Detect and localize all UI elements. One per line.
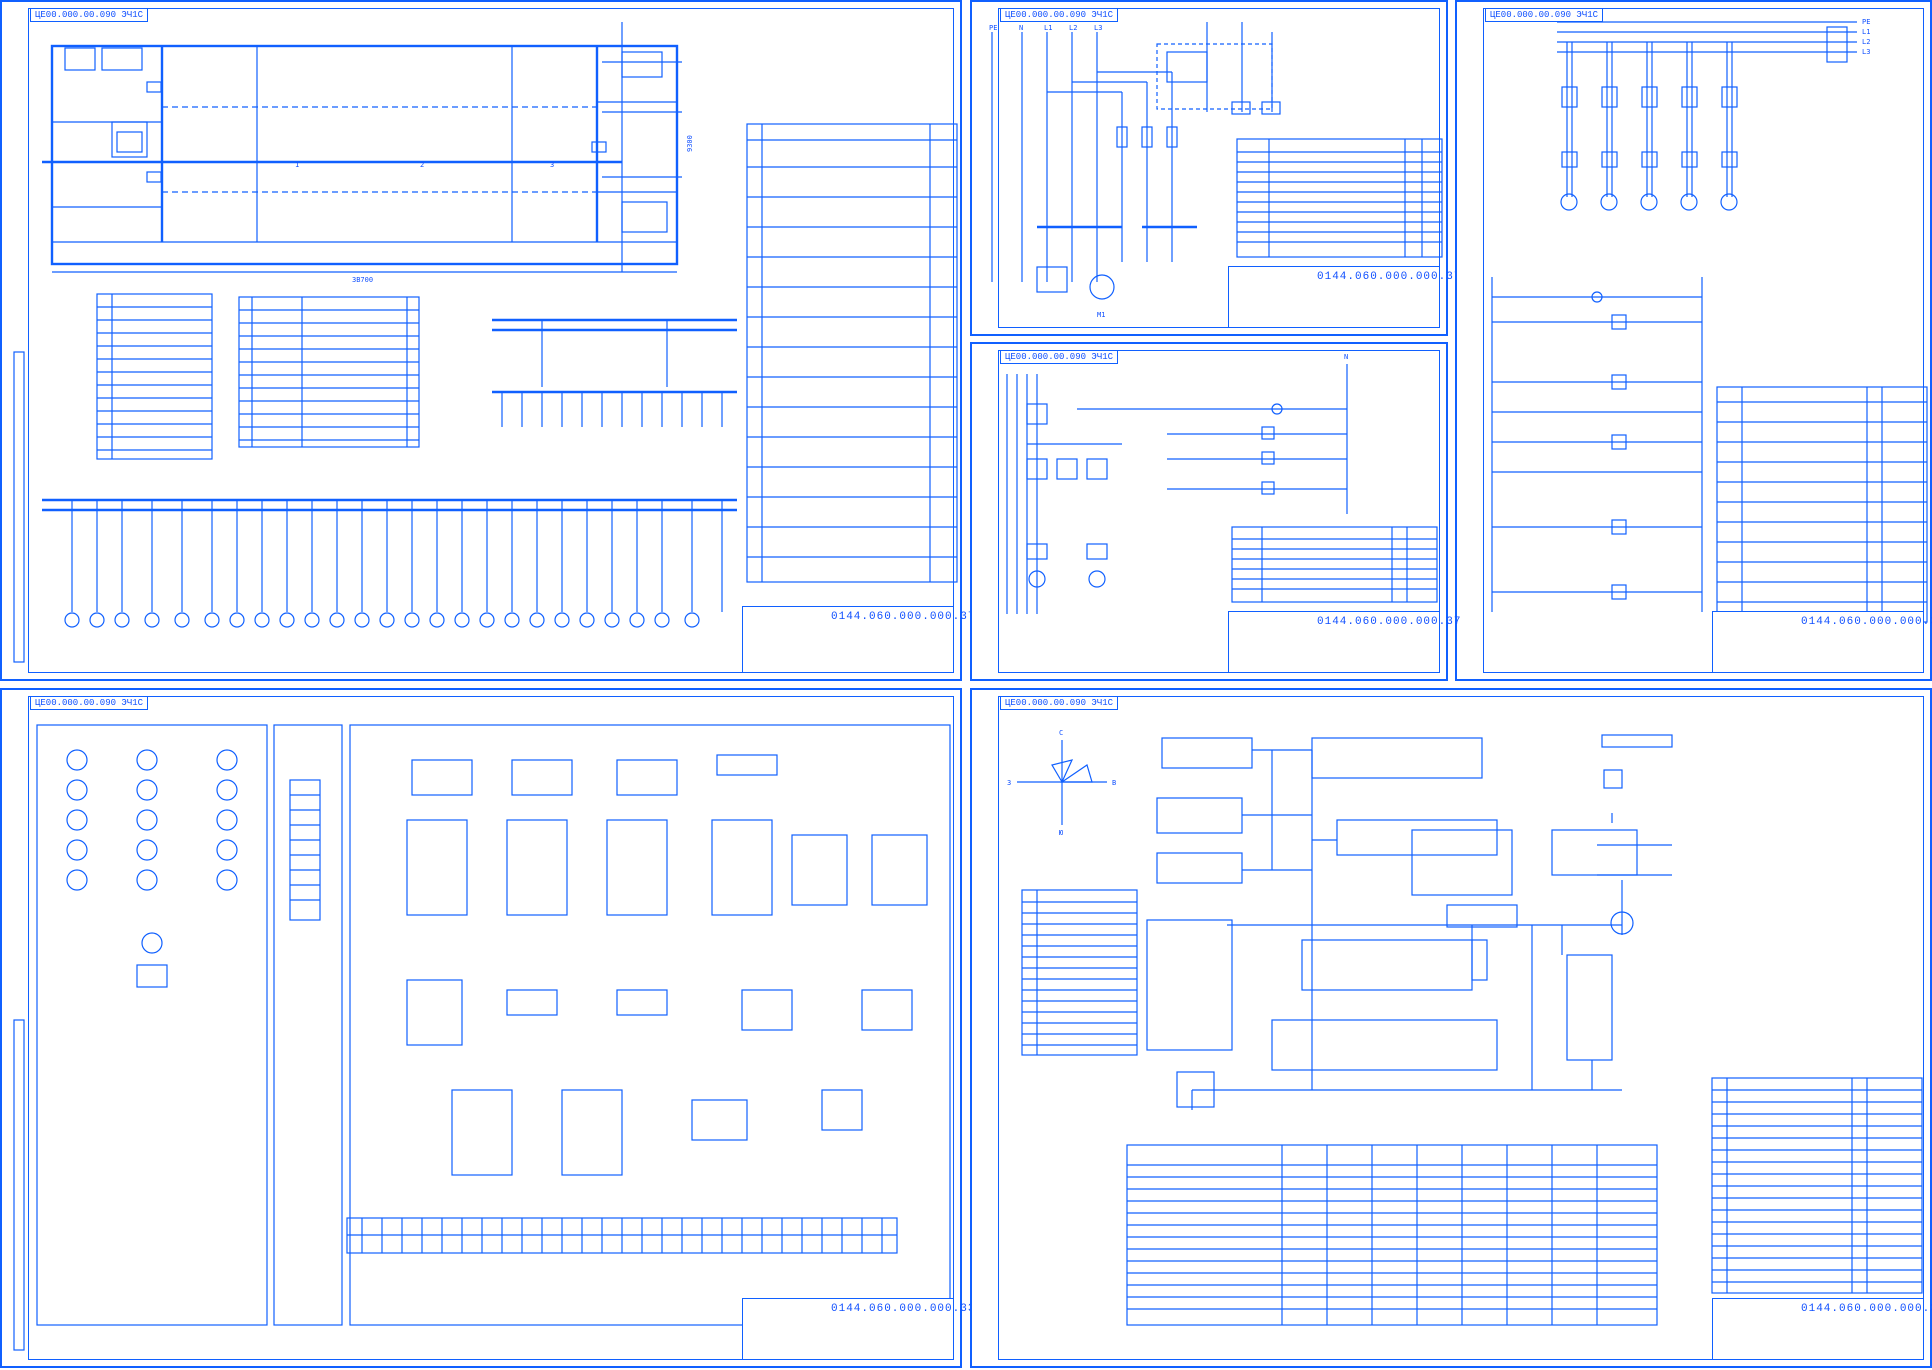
sheet-tag: ЦЕ00.000.00.090 ЭЧ1С <box>1000 8 1119 22</box>
svg-text:С: С <box>1059 729 1063 737</box>
svg-text:РЕ: РЕ <box>989 24 997 32</box>
svg-text:2: 2 <box>420 161 424 169</box>
svg-text:L2: L2 <box>1069 24 1077 32</box>
svg-text:L2: L2 <box>1862 38 1870 46</box>
multi-motor-drawing: РЕ L1 L2 L3 <box>1491 18 1928 623</box>
relay-blocks <box>406 754 928 1176</box>
svg-text:М1: М1 <box>1097 311 1105 319</box>
sheet-motor-control: ЦЕ00.000.00.090 ЭЧ1С РЕ N L1 L2 L3 М1 <box>970 0 1460 336</box>
sheet-frame <box>1483 8 1924 673</box>
sheet-frame <box>28 696 954 1360</box>
svg-text:9300: 9300 <box>686 135 694 152</box>
title-block: 0144.060.000.000.37 <box>1712 1298 1932 1360</box>
svg-text:N: N <box>1344 353 1348 361</box>
panel-wiring-drawing <box>13 724 951 1351</box>
feeder-circuits <box>64 500 723 628</box>
sheet-tag: ЦЕ00.000.00.090 ЭЧ1С <box>1485 8 1604 22</box>
svg-text:РЕ: РЕ <box>1862 18 1870 26</box>
floor-plan-drawing: 1 2 3 3В700 9300 <box>13 22 958 663</box>
reversing-drawing: N <box>1006 353 1438 614</box>
title-block: 0144.060.000.000.37 <box>742 606 974 673</box>
svg-text:N: N <box>1019 24 1023 32</box>
sheet-panel-wiring: ЦЕ00.000.00.090 ЭЧ1С <box>0 688 974 1368</box>
drawing-code: 0144.060.000.000.37 <box>831 611 976 623</box>
drawing-code: 0144.060.000.000.37 <box>1801 1303 1932 1315</box>
svg-text:3: 3 <box>550 161 554 169</box>
svg-text:Ю: Ю <box>1059 829 1064 837</box>
drawing-code: 0144.060.000.000.37 <box>1317 616 1462 628</box>
sheet-multi-motor: ЦЕ00.000.00.090 ЭЧ1С РЕ L1 L2 L3 <box>1455 0 1932 681</box>
motor-control-drawing: РЕ N L1 L2 L3 М1 <box>989 22 1443 319</box>
sheet-frame <box>998 350 1440 673</box>
cable-routing-drawing: С Ю З В <box>1007 729 1923 1326</box>
svg-text:3В700: 3В700 <box>352 276 373 284</box>
title-block: 0144.060.000.000.37 <box>1228 266 1460 328</box>
svg-text:L3: L3 <box>1094 24 1102 32</box>
drawing-code: 0144.060.000.000.33 <box>831 1303 976 1315</box>
drawing-code: 0144.060.000.000.37 <box>1317 271 1462 283</box>
sheet-tag: ЦЕ00.000.00.090 ЭЧ1С <box>30 8 149 22</box>
svg-text:В: В <box>1112 779 1116 787</box>
title-block: 0144.060.000.000.37 <box>1712 611 1932 673</box>
title-block: 0144.060.000.000.33 <box>742 1298 974 1360</box>
svg-text:З: З <box>1007 779 1011 787</box>
title-block: 0144.060.000.000.37 <box>1228 611 1460 673</box>
sheet-frame <box>998 696 1924 1360</box>
motor-branches <box>1560 42 1738 211</box>
sheet-tag: ЦЕ00.000.00.090 ЭЧ1С <box>1000 350 1119 364</box>
sheet-reversing: ЦЕ00.000.00.090 ЭЧ1С N <box>970 342 1460 681</box>
sheet-cable-routing: ЦЕ00.000.00.090 ЭЧ1С С Ю З В <box>970 688 1932 1368</box>
svg-text:1: 1 <box>295 161 299 169</box>
indicator-lamps <box>66 749 238 988</box>
sheet-frame <box>28 8 954 673</box>
sheet-floor-plan: ЦЕ00.000.00.090 ЭЧ1С 1 2 3 3В70 <box>0 0 974 681</box>
svg-text:L3: L3 <box>1862 48 1870 56</box>
sheet-frame <box>998 8 1440 328</box>
svg-text:L1: L1 <box>1044 24 1052 32</box>
compass-rose: С Ю З В <box>1007 729 1116 837</box>
sheet-tag: ЦЕ00.000.00.090 ЭЧ1С <box>30 696 149 710</box>
svg-text:L1: L1 <box>1862 28 1870 36</box>
drawing-code: 0144.060.000.000.37 <box>1801 616 1932 628</box>
sheet-tag: ЦЕ00.000.00.090 ЭЧ1С <box>1000 696 1119 710</box>
